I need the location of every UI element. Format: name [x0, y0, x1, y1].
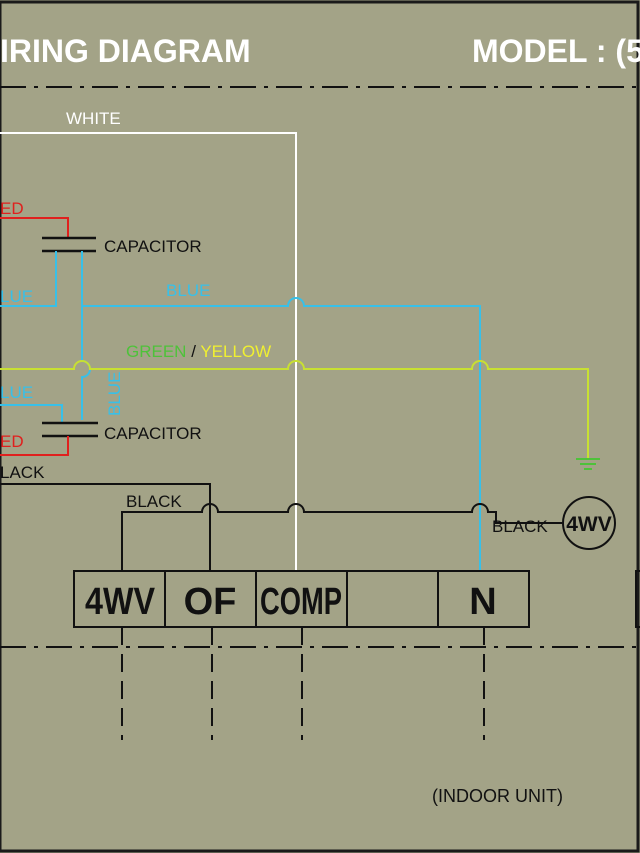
- ground-wire: [0, 360, 589, 458]
- blue-wire-left-top-label: LUE: [0, 287, 33, 306]
- white-wire: [0, 132, 297, 571]
- black-wire-mid-label: BLACK: [126, 492, 182, 511]
- capacitor-top-label: CAPACITOR: [104, 237, 202, 256]
- blue-wire: [82, 297, 481, 571]
- terminal-block: 4WV OF COMP N: [73, 570, 530, 628]
- model-label: MODEL : (5): [472, 33, 640, 69]
- black-wire-of: [0, 483, 211, 571]
- slash-text: /: [186, 342, 200, 361]
- white-wire-label: WHITE: [66, 109, 121, 128]
- diagram-title: IRING DIAGRAM: [0, 33, 251, 69]
- terminal-4wv: 4WV: [85, 581, 156, 623]
- green-wire-label: GREEN / YELLOW: [126, 342, 271, 361]
- terminal-comp: COMP: [260, 581, 342, 623]
- yellow-text: YELLOW: [200, 342, 271, 361]
- capacitor-bottom-label: CAPACITOR: [104, 424, 202, 443]
- green-text: GREEN: [126, 342, 186, 361]
- terminal-of: OF: [184, 581, 237, 623]
- blue-wire-vertical-label: BLUE: [105, 372, 124, 416]
- blue-wire-left-bottom-label: LUE: [0, 383, 33, 402]
- red-wire-top-label: ED: [0, 199, 24, 218]
- blue-wire-label: BLUE: [166, 281, 210, 300]
- red-wire-bottom-label: ED: [0, 432, 24, 451]
- black-wire-left-label: LACK: [0, 463, 45, 482]
- black-wire-4wv: [121, 503, 562, 571]
- four-way-valve-label: 4WV: [566, 513, 612, 536]
- four-way-valve-circle: [562, 496, 616, 550]
- four-way-valve: 4WV: [562, 496, 616, 550]
- black-wire-right-label: BLACK: [492, 517, 548, 536]
- red-wire-bottom: [0, 436, 69, 456]
- ground-icon: [576, 458, 600, 470]
- red-wire-top: [0, 217, 69, 238]
- terminal-n: N: [469, 581, 496, 623]
- blue-wire-left-top: [0, 251, 57, 307]
- blue-wire-left-bottom: [0, 404, 63, 423]
- dashed-leads: [121, 627, 485, 740]
- terminal-block-partial: [635, 570, 640, 628]
- indoor-unit-label: (INDOOR UNIT): [432, 786, 563, 806]
